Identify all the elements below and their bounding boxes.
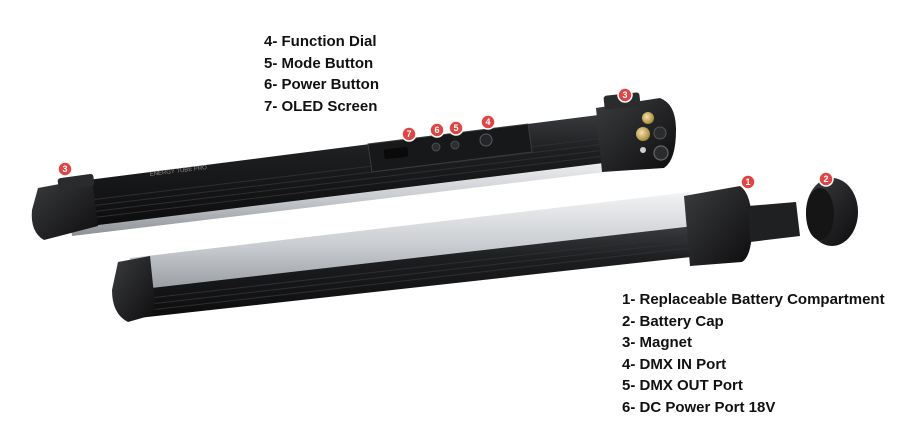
callout-oled-screen: 7 — [401, 126, 417, 142]
dc-power-port — [653, 145, 669, 161]
upper-left-cap-tab — [57, 173, 95, 191]
callout-battery-compartment: 1 — [740, 174, 756, 190]
svg-text:3: 3 — [62, 164, 67, 174]
svg-text:3: 3 — [622, 90, 627, 100]
legend-item-dc-power-port: 6- DC Power Port 18V — [622, 398, 776, 416]
battery-cap-rim — [806, 188, 834, 240]
legend-item-magnet: 3- Magnet — [622, 334, 693, 351]
svg-text:4: 4 — [485, 117, 490, 127]
legend-item-battery-cap: 2- Battery Cap — [622, 312, 724, 330]
lower-light-tube — [112, 178, 858, 322]
oled-screen — [383, 146, 409, 160]
upper-heat-fins — [89, 137, 606, 219]
magnet-right-top — [642, 112, 654, 124]
legend-item-dmx-out-port: 5- DMX OUT Port — [622, 377, 743, 394]
dmx-out-port — [640, 147, 646, 153]
upper-light-tube: ENERGY TUBE PRO — [31, 92, 676, 240]
legend-item-battery-compartment: 1- Replaceable Battery Compartment — [622, 291, 885, 308]
callout-magnet-left: 3 — [57, 161, 73, 177]
svg-text:5: 5 — [453, 123, 458, 133]
callout-power-button: 6 — [429, 122, 445, 138]
battery-pack — [748, 202, 800, 242]
svg-text:7: 7 — [406, 129, 411, 139]
lower-heat-fins — [149, 235, 691, 311]
svg-text:2: 2 — [823, 174, 828, 184]
battery-compartment — [684, 186, 752, 266]
callout-mode-button: 5 — [448, 120, 464, 136]
magnet-right-middle — [636, 127, 650, 141]
lower-left-end-cap — [112, 256, 156, 322]
callout-battery-cap: 2 — [818, 171, 834, 187]
legend-item-oled-screen: 7- OLED Screen — [264, 97, 378, 115]
lower-tube-body — [134, 226, 700, 318]
callout-magnet-right: 3 — [617, 87, 633, 103]
callout-function-dial: 4 — [480, 114, 496, 130]
parts-legend: 1- Replaceable Battery Compartment 2- Ba… — [622, 289, 885, 418]
legend-item-power-button: 6- Power Button — [264, 76, 379, 93]
legend-item-function-dial: 4- Function Dial — [264, 33, 377, 50]
legend-item-mode-button: 5- Mode Button — [264, 54, 374, 72]
mode-button[interactable] — [450, 140, 460, 150]
svg-text:1: 1 — [745, 177, 750, 187]
lower-diffuser — [130, 192, 694, 300]
function-dial[interactable] — [479, 133, 493, 147]
power-button[interactable] — [431, 142, 441, 152]
upper-left-end-cap — [31, 178, 98, 240]
legend-item-dmx-in-port: 4- DMX IN Port — [622, 355, 727, 373]
svg-text:6: 6 — [434, 125, 439, 135]
controls-legend: 4- Function Dial 5- Mode Button 6- Power… — [264, 31, 379, 117]
dmx-in-port — [653, 126, 667, 140]
